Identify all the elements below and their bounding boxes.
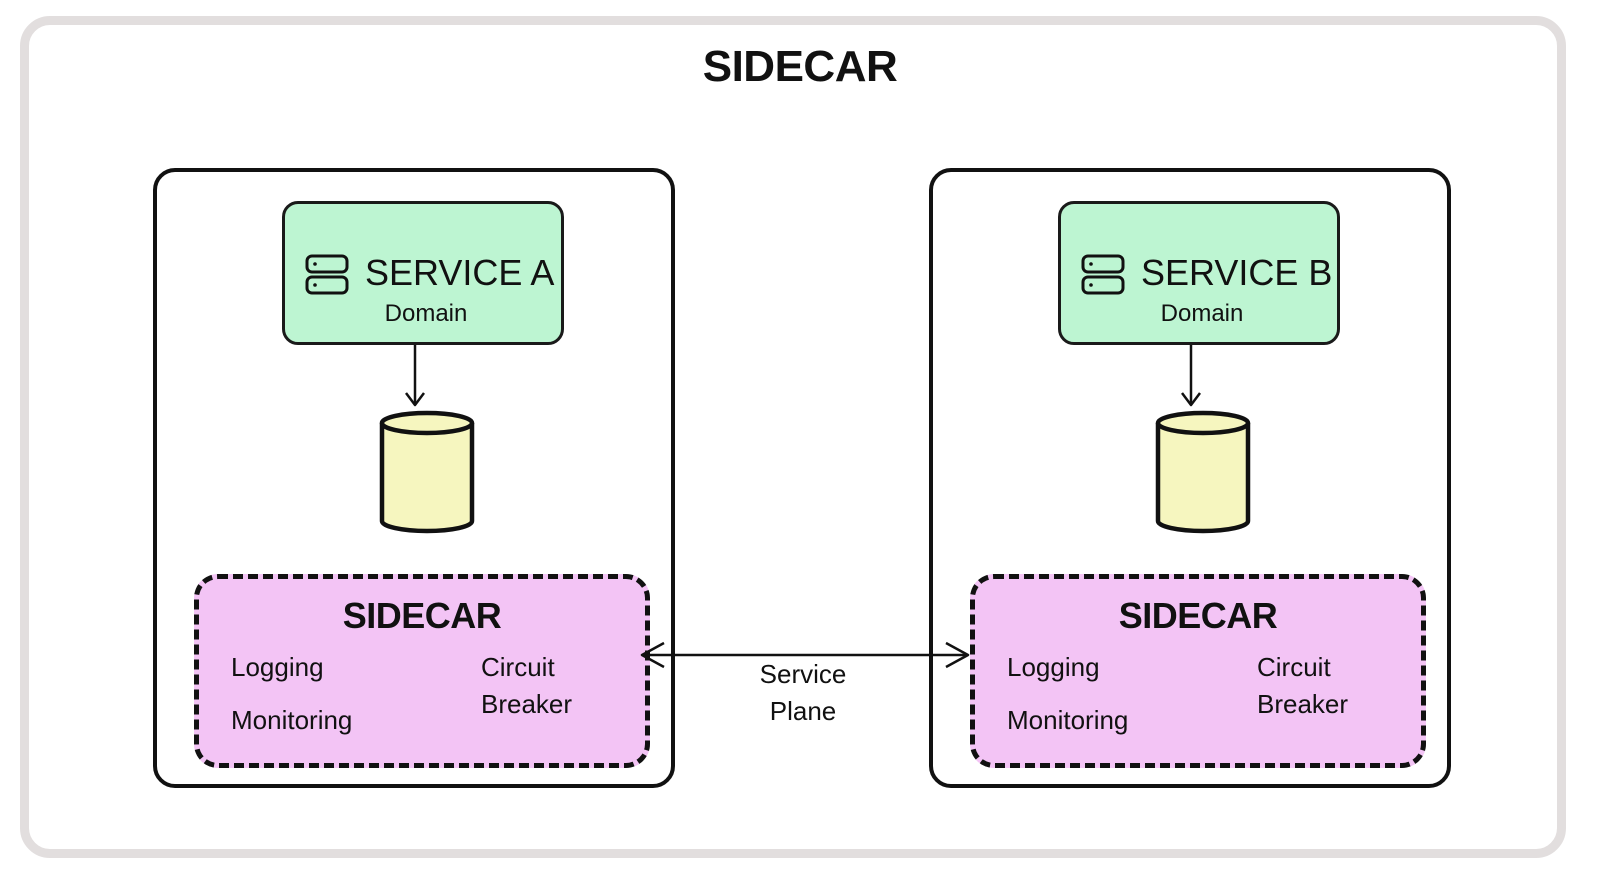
sidecar-a-feature-logging: Logging — [231, 652, 324, 682]
service-plane-label: Service Plane — [759, 659, 847, 726]
diagram-title: SIDECAR — [702, 42, 898, 91]
pod-a: SERVICE A Domain SIDECAR Logging Monitor… — [153, 168, 675, 788]
sidecar-b-feature-logging: Logging — [1007, 652, 1100, 682]
database-b-icon — [1155, 410, 1251, 534]
sidecar-a: SIDECAR Logging Monitoring Circuit Break… — [194, 574, 650, 768]
database-a-icon — [379, 410, 475, 534]
service-b-box: SERVICE B Domain — [1058, 201, 1340, 345]
server-icon — [1081, 254, 1125, 295]
pod-b: SERVICE B Domain SIDECAR Logging Monitor… — [929, 168, 1451, 788]
service-a-subtitle: Domain — [384, 300, 468, 327]
service-b-title: SERVICE B — [1141, 252, 1333, 293]
sidecar-b-feature-circuit-breaker: Circuit Breaker — [1257, 652, 1349, 719]
service-b-subtitle: Domain — [1160, 300, 1244, 327]
service-plane-arrow — [640, 641, 970, 669]
server-icon — [305, 254, 349, 295]
service-a-db-arrow — [405, 345, 425, 407]
sidecar-b-title: SIDECAR — [1118, 595, 1278, 636]
sidecar-b: SIDECAR Logging Monitoring Circuit Break… — [970, 574, 1426, 768]
sidecar-b-feature-monitoring: Monitoring — [1007, 705, 1129, 735]
service-a-box: SERVICE A Domain — [282, 201, 564, 345]
service-b-db-arrow — [1181, 345, 1201, 407]
sidecar-a-feature-circuit-breaker: Circuit Breaker — [481, 652, 573, 719]
sidecar-a-title: SIDECAR — [342, 595, 502, 636]
service-a-title: SERVICE A — [365, 252, 555, 293]
sidecar-a-feature-monitoring: Monitoring — [231, 705, 353, 735]
